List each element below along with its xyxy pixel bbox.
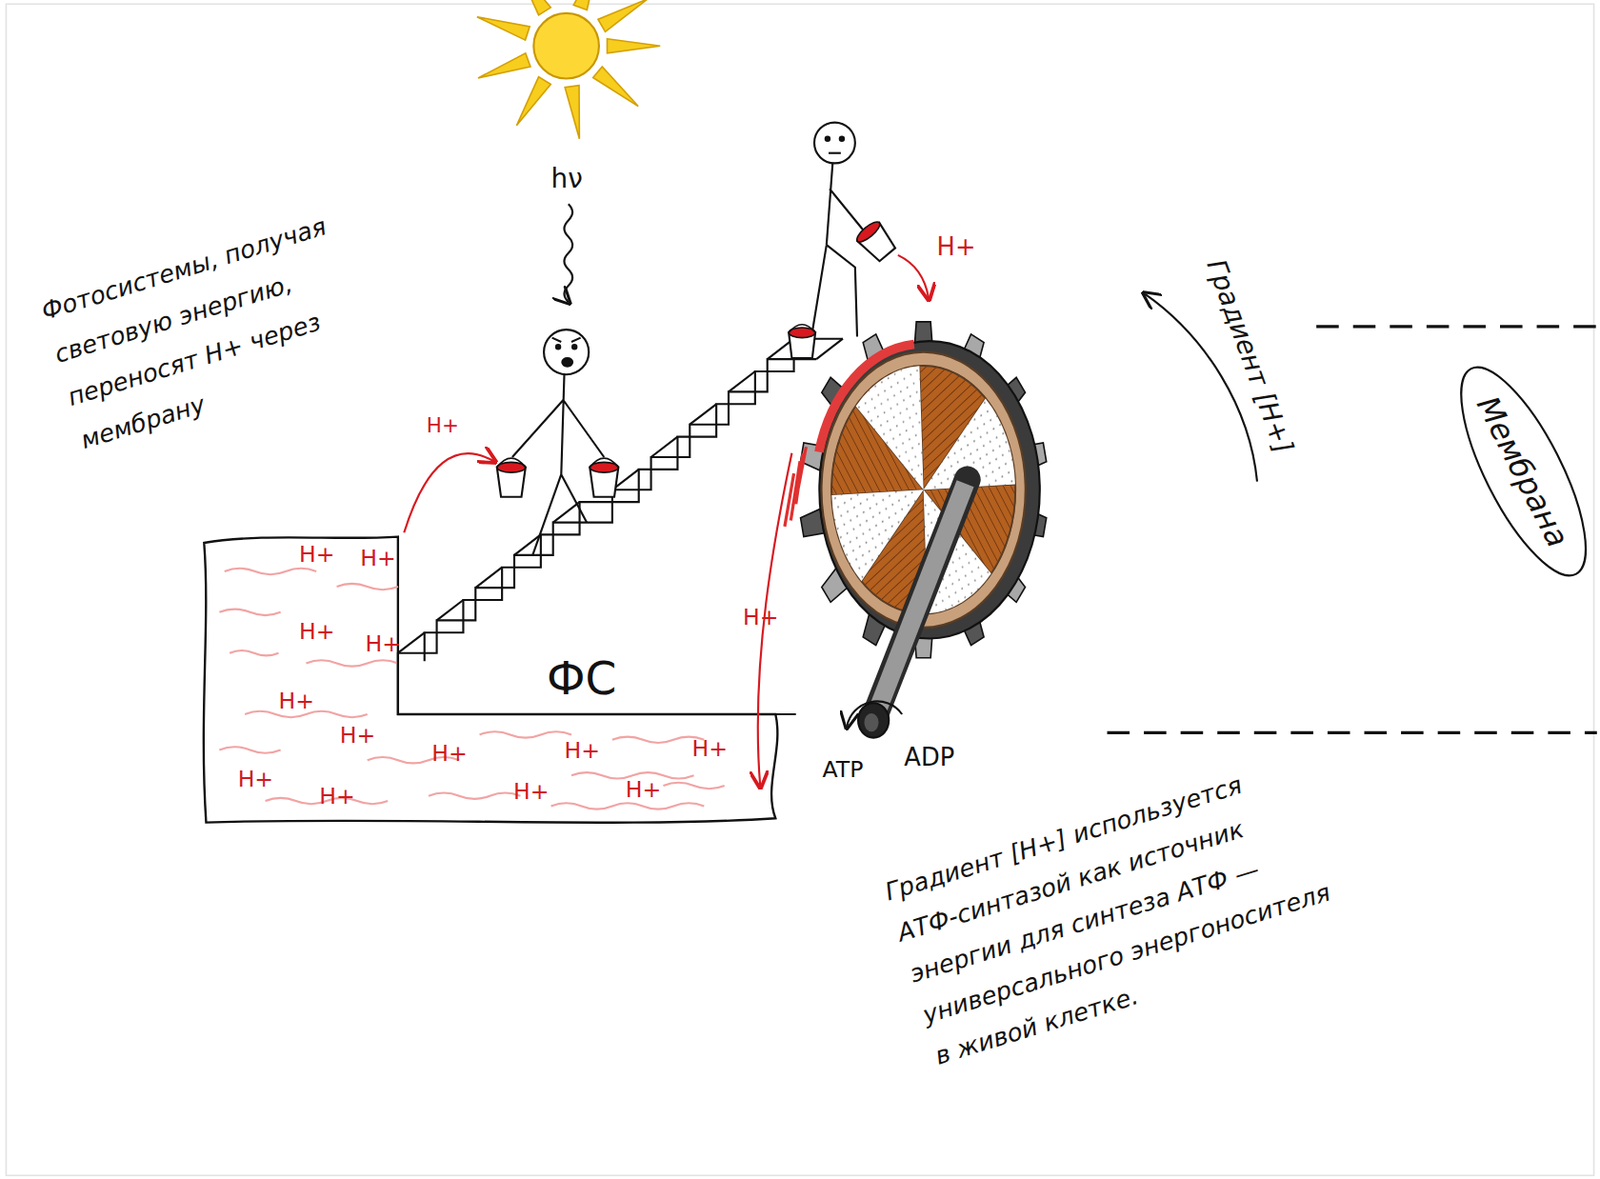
water-ripple bbox=[224, 568, 317, 575]
rotor-shaft bbox=[858, 480, 968, 739]
rotor-shaft bbox=[875, 480, 967, 715]
water-ripple bbox=[337, 583, 399, 590]
proton-label: H+ bbox=[431, 740, 467, 768]
rotor-shaft bbox=[864, 713, 880, 732]
proton-label: H+ bbox=[937, 232, 977, 262]
proton-label: H+ bbox=[299, 618, 335, 645]
stick-figure bbox=[552, 338, 581, 342]
sun bbox=[475, 0, 661, 140]
gradient-label: Градиент [H+] bbox=[1200, 255, 1300, 459]
water-ripple bbox=[219, 568, 724, 810]
bucket bbox=[497, 458, 526, 468]
annotation-note: Градиент [H+] используется АТФ-синтазой … bbox=[880, 747, 1353, 1079]
picture-frame bbox=[5, 3, 1594, 1176]
stick-figure bbox=[825, 137, 830, 141]
bucket bbox=[788, 324, 816, 359]
proton-label: H+ bbox=[742, 603, 779, 631]
proton-inflow bbox=[819, 344, 915, 453]
wheel-blade bbox=[853, 357, 957, 510]
photon-symbol: hν bbox=[551, 162, 583, 195]
proton-label: H+ bbox=[426, 413, 460, 439]
water-ripple bbox=[305, 660, 398, 666]
water-ripple bbox=[219, 746, 280, 753]
proton-arrow bbox=[898, 255, 929, 299]
proton-label: H+ bbox=[238, 766, 274, 794]
stick-figure bbox=[512, 374, 604, 556]
water-ripple bbox=[612, 737, 704, 743]
staircase bbox=[398, 339, 843, 654]
sun bbox=[564, 85, 587, 140]
sun bbox=[510, 77, 551, 130]
proton-label: H+ bbox=[340, 722, 376, 750]
rotation-arrow bbox=[846, 700, 902, 726]
photosystem-block: ФС bbox=[500, 640, 663, 715]
bucket bbox=[589, 458, 619, 468]
proton-label: H+ bbox=[691, 736, 727, 763]
proton-label: H+ bbox=[513, 779, 549, 806]
molecule-label: ATP bbox=[822, 757, 864, 784]
membrane-line bbox=[1107, 731, 1598, 735]
stick-figure bbox=[512, 329, 604, 556]
proton-label: H+ bbox=[299, 541, 335, 569]
node-label: Мембрана bbox=[1470, 390, 1578, 554]
bucket bbox=[788, 324, 816, 334]
proton-arrow bbox=[403, 453, 494, 533]
sun bbox=[475, 10, 531, 40]
rotor-shaft bbox=[858, 702, 889, 738]
water-ripple bbox=[480, 731, 572, 738]
stick-figure bbox=[814, 122, 856, 164]
water-ripple bbox=[662, 782, 724, 789]
stick-figure bbox=[543, 329, 589, 375]
proton-label: H+ bbox=[365, 630, 401, 658]
bucket bbox=[589, 458, 619, 498]
molecule-label: ADP bbox=[903, 742, 955, 773]
stick-figure bbox=[808, 162, 866, 358]
sun bbox=[607, 39, 661, 54]
water-ripple bbox=[551, 802, 705, 809]
stick-figure bbox=[561, 358, 573, 367]
proton-label: H+ bbox=[360, 544, 396, 572]
proton-inflow bbox=[784, 446, 807, 527]
sun bbox=[598, 0, 652, 32]
membrane-outline bbox=[1437, 351, 1600, 592]
bucket bbox=[854, 219, 883, 245]
bucket bbox=[589, 461, 619, 473]
sun bbox=[573, 0, 605, 11]
proton-label: H+ bbox=[625, 776, 661, 803]
water-ripple bbox=[428, 793, 520, 800]
staircase bbox=[398, 339, 843, 715]
sun bbox=[593, 66, 643, 112]
proton-pool bbox=[203, 537, 779, 823]
membrane-line bbox=[1316, 324, 1598, 328]
stick-figure bbox=[840, 137, 844, 141]
sun bbox=[475, 53, 530, 85]
staircase bbox=[424, 339, 843, 662]
bucket bbox=[497, 458, 526, 498]
membrane-oval: Мембрана bbox=[1434, 348, 1600, 595]
proton-label: H+ bbox=[279, 687, 315, 715]
bucket bbox=[854, 219, 899, 264]
sun bbox=[533, 13, 600, 80]
bucket bbox=[497, 461, 526, 473]
node-label: ФС bbox=[546, 651, 618, 704]
water-ripple bbox=[229, 650, 279, 656]
rotor-shaft bbox=[877, 483, 965, 711]
annotation-note: Фотосистемы, получая световую энергию, п… bbox=[36, 192, 411, 463]
stick-figure bbox=[828, 152, 841, 155]
proton-label: H+ bbox=[564, 738, 600, 765]
proton-label: H+ bbox=[319, 783, 355, 811]
photon-arrow bbox=[564, 203, 574, 302]
stick-figure bbox=[556, 344, 560, 349]
sun bbox=[510, 0, 551, 16]
stick-figure bbox=[572, 344, 577, 349]
water-ripple bbox=[219, 609, 280, 616]
